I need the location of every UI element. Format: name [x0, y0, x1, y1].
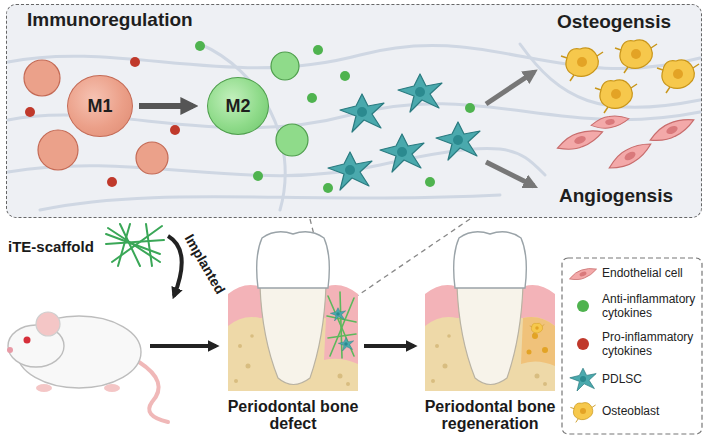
- panel-heading: Immunoregulation: [27, 9, 193, 31]
- macrophage-cell: M2: [207, 77, 269, 135]
- immunoregulation-panel: Immunoregulation OsteogensisAngiogensis M1…: [6, 4, 702, 218]
- stage-label: Periodontal bone defect: [223, 398, 363, 432]
- legend-text: Endothelial cell: [602, 266, 698, 280]
- process-heading: Osteogensis: [557, 11, 671, 33]
- legend-text: Anti-inflammatory cytokines: [602, 292, 698, 320]
- transition-arrow: [139, 103, 193, 109]
- step-label: Implanted: [181, 230, 230, 299]
- legend-text: Pro-inflammatory cytokines: [602, 330, 698, 358]
- legend-text: Osteoblast: [602, 404, 698, 418]
- cell-label: M2: [225, 96, 250, 116]
- cell-label: M1: [87, 96, 112, 116]
- process-heading: Angiogensis: [559, 185, 673, 207]
- scaffold-label: iTE-scaffold: [8, 238, 104, 256]
- macrophage-cell: M1: [67, 75, 133, 137]
- legend-text: PDLSC: [602, 372, 698, 386]
- stage-label: Periodontal bone regeneration: [416, 398, 564, 432]
